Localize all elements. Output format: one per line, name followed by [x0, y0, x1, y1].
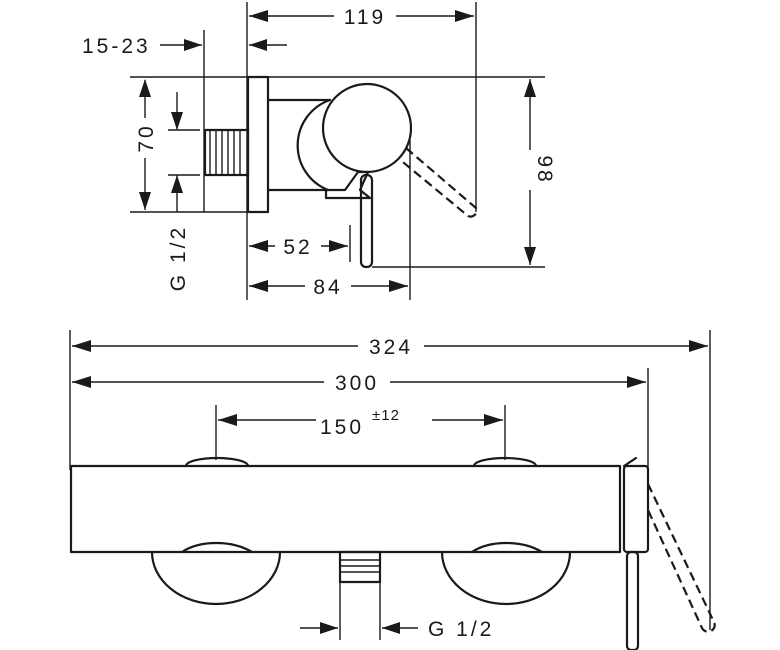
label-bg	[275, 234, 321, 258]
side-view: 119 15-23 70 G 1/2 98 52	[82, 2, 556, 300]
thread-lines	[209, 131, 241, 174]
arrowhead	[524, 79, 536, 97]
arrowhead	[249, 240, 268, 252]
dimension-label-324: 324	[369, 336, 413, 359]
rosette-right-bottom	[440, 550, 572, 606]
lever-down	[359, 173, 374, 269]
handle-cap	[622, 464, 650, 554]
arrowhead	[218, 414, 237, 426]
label-bg	[517, 150, 543, 190]
dimension-label-g-half-side: G 1/2	[167, 225, 190, 291]
arrowhead	[249, 39, 267, 51]
arrowhead	[689, 340, 708, 352]
arrowhead	[484, 414, 503, 426]
arrowhead	[455, 10, 474, 22]
arrowhead	[249, 10, 268, 22]
arrowhead	[249, 280, 268, 292]
dimension-label-119: 119	[344, 6, 386, 29]
dimension-label-52: 52	[283, 236, 312, 259]
arrowhead	[171, 175, 183, 193]
lever-alternate-position	[397, 147, 478, 218]
arrowhead	[524, 247, 536, 265]
handle-cap-edge	[622, 456, 638, 468]
lever-base	[324, 170, 372, 200]
arrowhead	[627, 376, 646, 388]
label-bg	[316, 400, 432, 432]
arrowhead	[72, 340, 91, 352]
arrowhead	[329, 240, 348, 252]
rosette-left-bottom	[150, 550, 282, 606]
dimension-tolerance-150: ±12	[372, 407, 400, 424]
label-bg	[358, 333, 424, 359]
label-bg	[324, 369, 390, 395]
dimension-label-98: 98	[533, 155, 556, 184]
label-bg	[132, 118, 158, 158]
arrowhead	[389, 280, 408, 292]
dimension-label-15-23: 15-23	[82, 35, 151, 58]
arrowhead	[184, 39, 202, 51]
rosette-right-inner	[470, 542, 544, 554]
outlet-thread-lines	[341, 559, 379, 573]
dimension-label-g-half-bottom: G 1/2	[428, 618, 494, 641]
dimension-label-300: 300	[335, 372, 379, 395]
wall-flange	[246, 75, 270, 214]
rosette-right-top	[472, 456, 538, 468]
rosette-left-top	[184, 456, 250, 468]
threaded-inlet	[203, 128, 250, 177]
arrowhead	[320, 622, 338, 634]
label-bg	[305, 274, 351, 298]
arrowhead	[72, 376, 91, 388]
dimension-label-70: 70	[135, 123, 158, 152]
arrowhead	[382, 622, 400, 634]
arrowhead	[171, 112, 183, 130]
lever-down-front	[625, 550, 640, 650]
rosette-left-inner	[180, 542, 254, 554]
arrowhead	[139, 79, 151, 97]
label-bg	[334, 2, 396, 28]
cartridge-back	[296, 98, 332, 192]
lever-alternate-front	[646, 483, 716, 633]
mixer-body	[266, 98, 332, 192]
arrowhead	[139, 192, 151, 210]
mixer-body-front	[69, 464, 622, 554]
dimension-label-150: 150	[320, 416, 364, 439]
shower-outlet	[338, 550, 382, 584]
front-view: 324 300 150 ±12	[69, 330, 716, 650]
dimension-label-84: 84	[313, 276, 342, 299]
